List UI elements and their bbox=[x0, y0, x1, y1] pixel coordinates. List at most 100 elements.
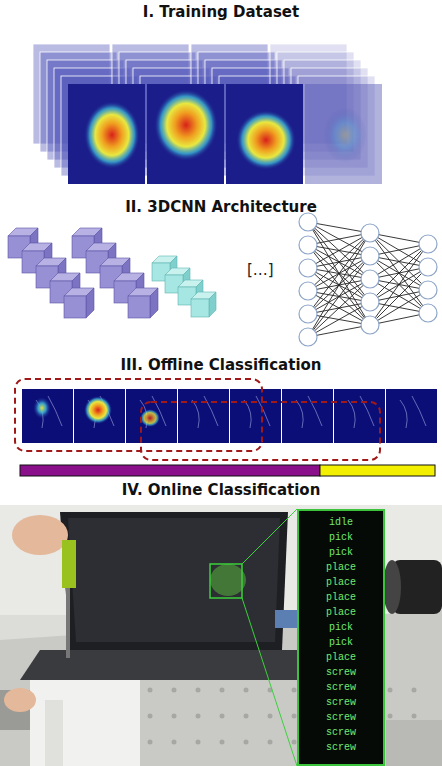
illustration-part bbox=[220, 740, 225, 745]
terminal-line: place bbox=[301, 560, 381, 575]
illustration-part bbox=[244, 688, 249, 693]
illustration-part bbox=[74, 389, 125, 443]
illustration-part bbox=[236, 110, 296, 170]
illustration-part bbox=[308, 222, 370, 325]
illustration-part bbox=[33, 397, 51, 419]
frame-strip bbox=[22, 389, 437, 443]
terminal-line: screw bbox=[301, 695, 381, 710]
illustration-part bbox=[361, 293, 379, 311]
illustration-part bbox=[268, 740, 273, 745]
class-bar bbox=[20, 465, 320, 476]
illustration-part bbox=[299, 236, 317, 254]
illustration-part bbox=[148, 740, 153, 745]
section-heading: II. 3DCNN Architecture bbox=[0, 197, 442, 217]
illustration-part bbox=[68, 518, 280, 642]
terminal-line: pick bbox=[301, 620, 381, 635]
illustration-part bbox=[191, 292, 216, 317]
neural-network bbox=[299, 213, 437, 346]
illustration-part bbox=[292, 740, 297, 745]
frame-stacks bbox=[33, 44, 382, 184]
illustration-part bbox=[126, 389, 177, 443]
illustration-part bbox=[45, 700, 63, 766]
illustration-part bbox=[196, 714, 201, 719]
section-heading: IV. Online Classification bbox=[0, 480, 442, 500]
illustration-part bbox=[388, 714, 393, 719]
illustration-part bbox=[400, 396, 426, 428]
illustration-part bbox=[60, 512, 288, 650]
illustration-part bbox=[370, 244, 428, 279]
illustration-part bbox=[412, 714, 417, 719]
illustration-part bbox=[282, 389, 333, 443]
illustration-part bbox=[370, 290, 428, 325]
illustration-part bbox=[305, 84, 382, 184]
illustration-part bbox=[192, 396, 218, 428]
illustration-part bbox=[419, 235, 437, 253]
illustration-part bbox=[172, 688, 177, 693]
terminal-line: screw bbox=[301, 710, 381, 725]
illustration-part bbox=[244, 740, 249, 745]
illustration-part bbox=[20, 650, 320, 680]
illustration-part bbox=[348, 396, 374, 428]
illustration-part bbox=[419, 304, 437, 322]
illustration-part bbox=[296, 396, 322, 428]
illustration-part bbox=[140, 396, 166, 428]
illustration-part bbox=[210, 564, 242, 598]
illustration-part bbox=[244, 396, 270, 428]
illustration-part bbox=[299, 259, 317, 277]
terminal-line: pick bbox=[301, 530, 381, 545]
illustration-part bbox=[323, 107, 367, 163]
illustration-part bbox=[361, 224, 379, 242]
illustration-part bbox=[30, 680, 140, 766]
illustration-part bbox=[308, 233, 370, 291]
illustration-part bbox=[361, 270, 379, 288]
illustration-part bbox=[242, 598, 297, 766]
illustration-part bbox=[419, 281, 437, 299]
ellipsis-label: […] bbox=[247, 260, 274, 280]
illustration-part bbox=[308, 279, 370, 337]
illustration-part bbox=[292, 688, 297, 693]
terminal-line: pick bbox=[301, 545, 381, 560]
illustration-part bbox=[147, 84, 224, 184]
illustration-part bbox=[210, 564, 246, 596]
illustration-part bbox=[244, 714, 249, 719]
terminal-line: screw bbox=[301, 740, 381, 755]
illustration-part bbox=[275, 610, 297, 628]
illustration-part bbox=[308, 233, 370, 337]
illustration-part bbox=[299, 282, 317, 300]
illustration-part bbox=[386, 389, 437, 443]
terminal-line: pick bbox=[301, 635, 381, 650]
illustration-part bbox=[172, 714, 177, 719]
illustration-part bbox=[66, 588, 70, 658]
illustration-part bbox=[64, 288, 94, 318]
illustration-part bbox=[196, 740, 201, 745]
illustration-part bbox=[419, 258, 437, 276]
illustration-part bbox=[361, 316, 379, 334]
window-bracket bbox=[141, 402, 380, 460]
illustration-part bbox=[148, 714, 153, 719]
class-bar bbox=[320, 465, 435, 476]
illustration-part bbox=[226, 84, 303, 184]
illustration-part bbox=[178, 389, 229, 443]
terminal-line: idle bbox=[301, 515, 381, 530]
illustration-part bbox=[84, 396, 112, 424]
illustration-part bbox=[154, 89, 218, 161]
illustration-part bbox=[308, 302, 370, 337]
illustration-part bbox=[292, 714, 297, 719]
illustration-part bbox=[412, 688, 417, 693]
illustration-part bbox=[308, 222, 370, 279]
terminal-line: place bbox=[301, 575, 381, 590]
illustration-part bbox=[361, 247, 379, 265]
illustration-part bbox=[299, 305, 317, 323]
section-heading: I. Training Dataset bbox=[0, 2, 442, 22]
terminal-line: screw bbox=[301, 725, 381, 740]
section-heading: III. Offline Classification bbox=[0, 355, 442, 375]
terminal-line: place bbox=[301, 605, 381, 620]
illustration-part bbox=[383, 560, 401, 614]
terminal-line: screw bbox=[301, 680, 381, 695]
terminal-line: screw bbox=[301, 665, 381, 680]
illustration-part bbox=[220, 688, 225, 693]
illustration-part bbox=[12, 515, 68, 555]
illustration-part bbox=[220, 714, 225, 719]
illustration-part bbox=[230, 389, 281, 443]
illustration-part bbox=[140, 409, 160, 427]
